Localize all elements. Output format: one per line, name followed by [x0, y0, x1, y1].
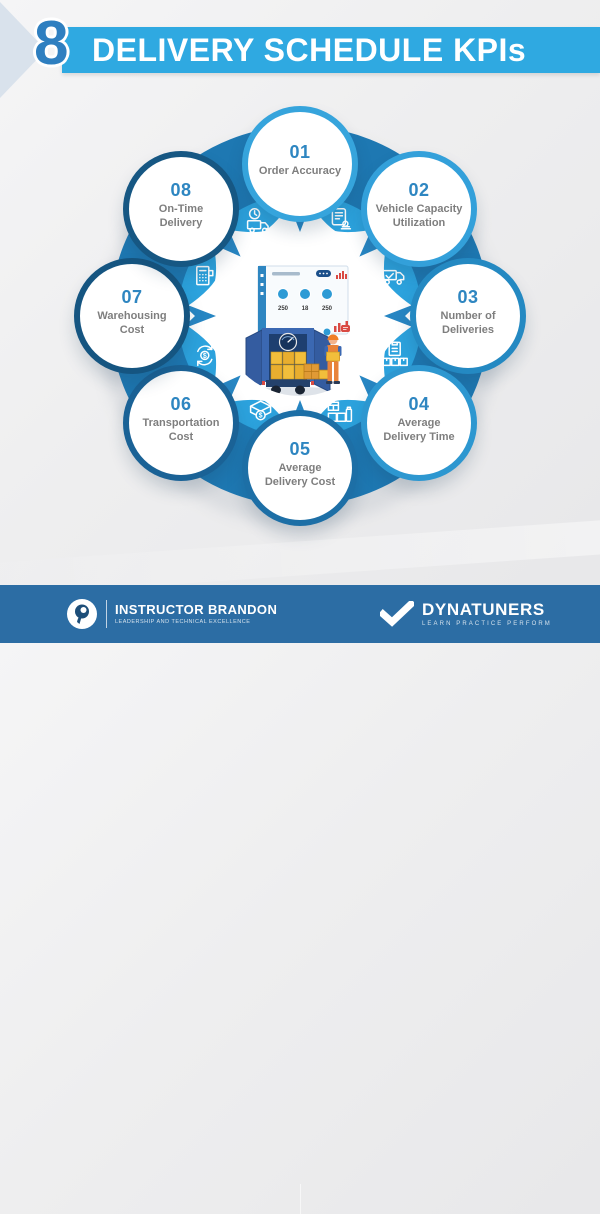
money-cycle-icon: $ — [197, 344, 213, 367]
kpi-circle-08: 08 On-Time Delivery — [123, 151, 239, 267]
title-banner: DELIVERY SCHEDULE KPIs — [62, 27, 600, 73]
kpi-number: 06 — [170, 393, 192, 414]
kpi-circle-05: 05 Average Delivery Cost — [242, 410, 358, 526]
calculator-icon — [196, 265, 214, 286]
brand-name: INSTRUCTOR BRANDON — [115, 601, 278, 617]
brand-instructor-brandon: INSTRUCTOR BRANDON LEADERSHIP AND TECHNI… — [66, 585, 277, 643]
svg-text:250: 250 — [322, 306, 333, 312]
open-box-dollar-icon: $ — [249, 400, 272, 421]
document-stamp-icon — [331, 208, 352, 230]
kpi-label: Average Delivery Time — [383, 416, 455, 443]
dynatuners-check-icon — [380, 601, 414, 627]
kpi-number: 02 — [408, 179, 430, 200]
kpi-label: On-Time Delivery — [158, 202, 204, 229]
kpi-circle-04: 04 Average Delivery Time — [361, 365, 477, 481]
truck-clock-icon — [246, 208, 269, 234]
kpi-circle-07: 07 Warehousing Cost — [74, 258, 190, 374]
clipboard-boxes-icon — [382, 341, 408, 367]
delivery-truck — [245, 328, 331, 395]
kpi-label: Transportation Cost — [142, 416, 220, 443]
kpi-number: 07 — [121, 286, 143, 307]
kpi-count: 8 — [34, 9, 69, 78]
kpi-label: Warehousing Cost — [97, 309, 167, 336]
kpi-number: 04 — [408, 393, 430, 414]
brand-divider — [106, 600, 107, 628]
kpi-label: Vehicle Capacity Utilization — [375, 202, 463, 229]
kpi-number: 03 — [457, 286, 479, 307]
truck-check-icon — [381, 269, 405, 285]
kpi-circle-06: 06 Transportation Cost — [123, 365, 239, 481]
delivery-illustration: 250 18 250 — [235, 265, 351, 396]
dashboard-panel: 250 18 250 — [257, 265, 349, 337]
instructor-brandon-logo-icon — [67, 599, 97, 629]
kpi-number: 01 — [289, 141, 311, 162]
svg-text:$: $ — [259, 413, 263, 420]
svg-text:250: 250 — [278, 306, 289, 312]
kpi-number: 05 — [289, 438, 311, 459]
kpi-circle-01: 01 Order Accuracy — [242, 106, 358, 222]
page-title: DELIVERY SCHEDULE KPIs — [92, 31, 527, 68]
brand-tagline: LEADERSHIP AND TECHNICAL EXCELLENCE — [115, 619, 251, 626]
infographic-page: { "header": { "count": "8", "title": "DE… — [0, 0, 600, 643]
kpi-number: 08 — [170, 179, 192, 200]
worker-figure — [324, 325, 350, 384]
kpi-label: Average Delivery Cost — [264, 461, 336, 488]
brand-name: DYNATUNERS — [422, 599, 545, 619]
svg-text:18: 18 — [302, 306, 309, 312]
kpi-label: Order Accuracy — [258, 164, 342, 177]
kpi-circle-03: 03 Number of Deliveries — [410, 258, 526, 374]
svg-text:$: $ — [203, 353, 207, 360]
footer-bar: INSTRUCTOR BRANDON LEADERSHIP AND TECHNI… — [0, 585, 600, 1214]
kpi-label: Number of Deliveries — [440, 309, 496, 336]
brand-tagline: LEARN PRACTICE PERFORM — [422, 621, 552, 628]
brand-dynatuners: DYNATUNERS LEARN PRACTICE PERFORM — [380, 585, 552, 643]
footer-divider — [300, 1184, 301, 1214]
kpi-circle-02: 02 Vehicle Capacity Utilization — [361, 151, 477, 267]
